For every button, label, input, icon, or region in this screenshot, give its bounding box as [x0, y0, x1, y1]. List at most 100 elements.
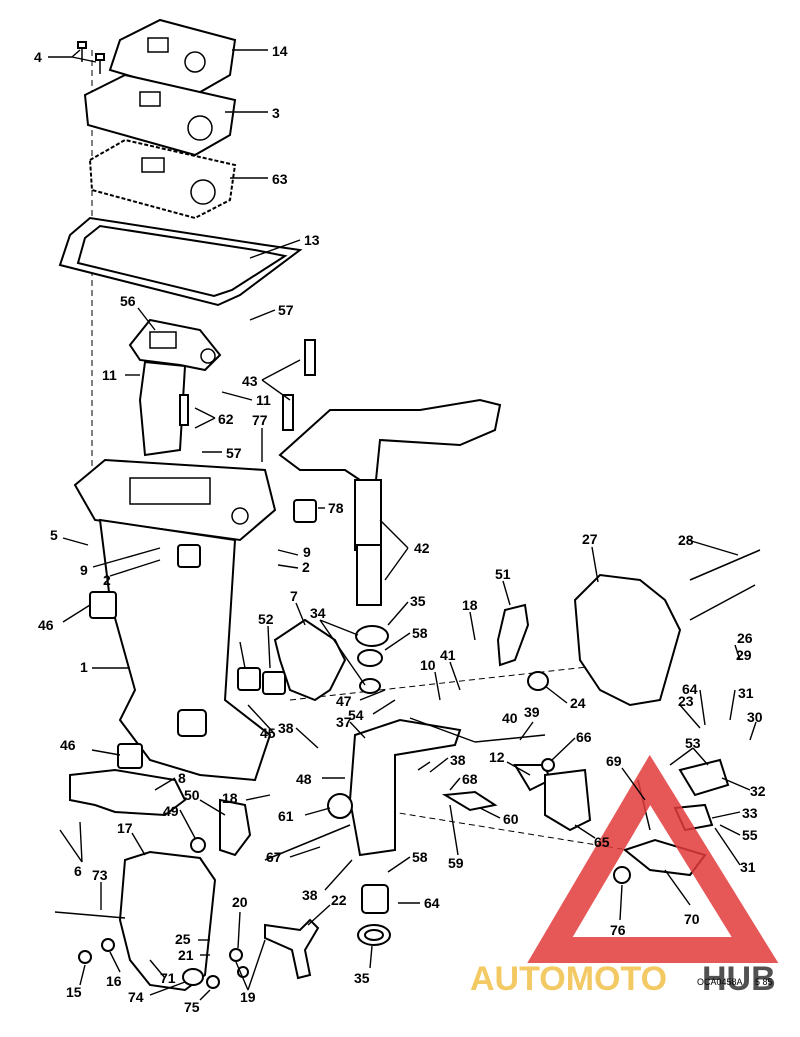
rubber-mount-46: [117, 743, 143, 769]
bushing-64: [361, 884, 389, 914]
leader-lines: [48, 49, 757, 1001]
callout: 14: [272, 43, 288, 59]
ring-47: [359, 678, 381, 694]
washer-61: [327, 793, 353, 819]
callout: 32: [750, 783, 766, 799]
callout: 53: [685, 735, 701, 751]
tilt-lever-22: [264, 918, 320, 980]
callout: 65: [594, 834, 610, 850]
callout: 17: [117, 820, 133, 836]
callout: 5: [50, 527, 58, 543]
callout: 28: [678, 532, 694, 548]
nut-66: [541, 758, 555, 772]
lower-mount-8: [69, 768, 187, 817]
bushing-76: [613, 866, 631, 884]
gasket-plate-3: [83, 73, 237, 157]
lever-51: [496, 603, 530, 667]
callout: 35: [410, 593, 426, 609]
callout-labels: 4 14 3 63 13 56 57 11 43 11 62 77 57 78 …: [34, 43, 766, 1015]
bolt-28: [689, 549, 761, 581]
callout: 34: [310, 605, 326, 621]
callout: 57: [278, 302, 294, 318]
callout: 40: [502, 710, 518, 726]
callout: 43: [242, 373, 258, 389]
callout: 38: [450, 752, 466, 768]
callout: 49: [163, 803, 179, 819]
callout: 38: [302, 887, 318, 903]
callout: 59: [448, 855, 464, 871]
callout: 56: [120, 293, 136, 309]
bushing-49: [190, 837, 206, 853]
watermark-text-right: HUB: [702, 960, 776, 998]
lever-60: [441, 790, 498, 812]
callout: 48: [296, 771, 312, 787]
callout: 31: [740, 859, 756, 875]
callout: 51: [495, 566, 511, 582]
rod-39: [474, 734, 546, 743]
clip-78: [293, 499, 317, 523]
callout: 61: [278, 808, 294, 824]
callout: 74: [128, 989, 144, 1005]
pin-43: [282, 394, 294, 431]
callout: 37: [336, 714, 352, 730]
callout: 67: [266, 849, 282, 865]
washer-20: [229, 948, 243, 962]
exhaust-housing-1: [73, 458, 277, 782]
callout: 1: [80, 659, 88, 675]
bracket-50: [219, 798, 252, 857]
callout: 20: [232, 894, 248, 910]
callout: 8: [178, 770, 186, 786]
figure-rev: 5 85: [755, 977, 773, 987]
callout: 69: [606, 753, 622, 769]
callout: 25: [175, 931, 191, 947]
callout: 47: [336, 693, 352, 709]
callout: 35: [354, 970, 370, 986]
watermark-triangle: [527, 754, 779, 963]
callout: 76: [610, 922, 626, 938]
callout: 64: [682, 681, 698, 697]
bracket-65: [544, 768, 592, 832]
gasket-plate-14: [108, 18, 237, 97]
callout: 42: [414, 540, 430, 556]
callout: 75: [184, 999, 200, 1015]
callout: 24: [570, 695, 586, 711]
nut-15: [78, 950, 92, 964]
callout: 39: [524, 704, 540, 720]
callout: 46: [38, 617, 54, 633]
rubber-mount-46: [89, 591, 117, 619]
callout: 57: [226, 445, 242, 461]
callout: 16: [106, 973, 122, 989]
washer-16: [101, 938, 115, 952]
callout: 11: [102, 367, 117, 383]
callout: 7: [290, 588, 298, 604]
callout: 54: [348, 707, 364, 723]
seal-13: [58, 216, 303, 307]
callout: 2: [302, 559, 310, 575]
callout: 4: [34, 49, 42, 65]
callout: 70: [684, 911, 700, 927]
swivel-bracket-27: [573, 573, 682, 707]
rod-26: [689, 584, 756, 621]
callout: 21: [178, 947, 194, 963]
callout: 12: [489, 749, 505, 765]
watermark-text-left: AUTOMOTO: [470, 960, 667, 998]
callout: 29: [736, 647, 752, 663]
pin-62: [179, 394, 189, 426]
rubber-mount-52: [262, 671, 286, 695]
swivel-housing-37: [348, 718, 462, 857]
screw-4: [77, 41, 105, 74]
callout: 58: [412, 625, 428, 641]
callout: 33: [742, 805, 758, 821]
callout: 78: [328, 500, 344, 516]
callout: 10: [420, 657, 436, 673]
rod-67: [264, 824, 351, 861]
mount-bracket-7: [273, 618, 347, 702]
figure-code: OCA0458A: [697, 977, 743, 987]
callout: 15: [66, 984, 82, 1000]
callout: 11: [256, 392, 271, 408]
callout: 26: [737, 630, 753, 646]
callout: 64: [424, 895, 440, 911]
callout: 2: [103, 572, 111, 588]
